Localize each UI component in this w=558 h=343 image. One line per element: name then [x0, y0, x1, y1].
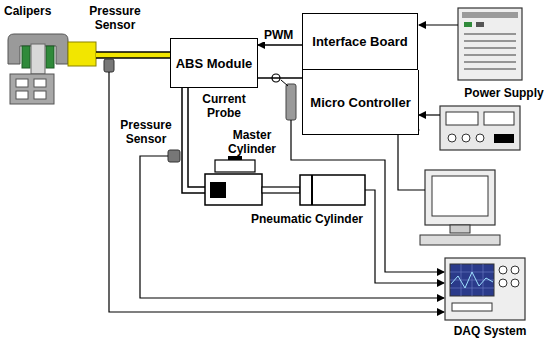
signal-label: PWM — [262, 28, 295, 42]
grid-line — [450, 280, 494, 281]
grid-line — [483, 264, 484, 296]
bracket-slot — [16, 91, 28, 99]
signal-wire — [398, 130, 425, 190]
brake-pad — [22, 46, 30, 68]
daq-screen — [450, 264, 494, 296]
signal-connector — [258, 44, 302, 46]
power-supply-terminal — [494, 134, 514, 143]
reservoir-cap — [228, 156, 242, 160]
brake-line — [182, 88, 205, 193]
piston — [311, 175, 313, 205]
computer-monitor — [425, 170, 495, 225]
daq-slot — [452, 303, 492, 311]
panel-indicator — [476, 22, 484, 27]
keyboard — [420, 235, 500, 245]
monitor-stand — [450, 225, 470, 233]
box-label: ABS Module — [172, 54, 257, 73]
bracket-slot — [16, 79, 28, 87]
knob — [511, 279, 519, 287]
yellow-fitting — [68, 42, 96, 66]
brake-line — [96, 51, 170, 53]
panel-titlebar — [462, 12, 518, 18]
panel-indicator — [464, 22, 472, 27]
box-label: Micro Controller — [306, 93, 414, 112]
part-label: DAQ System — [445, 324, 535, 338]
panel-row — [464, 61, 516, 63]
part-label: Pneumatic Cylinder — [246, 212, 368, 226]
module-box: ABS Module — [170, 38, 258, 88]
panel-row — [464, 54, 516, 56]
panel-row — [464, 47, 516, 49]
power-supply-display — [484, 112, 514, 125]
panel-row — [464, 40, 516, 42]
knob — [499, 279, 507, 287]
signal-wire — [291, 120, 444, 272]
part-label: Pressure Sensor — [82, 4, 148, 32]
brake-line — [96, 52, 170, 58]
brake-pad — [46, 46, 54, 68]
box-label: Interface Board — [308, 32, 411, 51]
panel-rows — [464, 34, 516, 69]
current-probe — [286, 84, 296, 120]
power-supply — [440, 106, 520, 150]
knob — [511, 266, 519, 274]
part-label: Master Cylinder — [222, 128, 282, 156]
grid-line — [450, 288, 494, 289]
panel-row — [464, 33, 516, 35]
part-label: Calipers — [4, 4, 64, 18]
piston-rod — [262, 187, 300, 193]
reservoir — [215, 160, 255, 172]
knob — [476, 134, 484, 142]
signal-wire — [419, 24, 458, 25]
master-cylinder-port — [210, 182, 226, 198]
signal-wire — [419, 114, 440, 115]
part-label: Power Supply — [458, 86, 550, 100]
bracket-slot — [34, 91, 46, 99]
module-box: Interface Board — [302, 13, 418, 70]
probe-lead — [281, 80, 288, 86]
part-label: Current Probe — [196, 92, 252, 120]
knob — [448, 134, 456, 142]
part-label: Pressure Sensor — [118, 118, 174, 146]
daq-system — [445, 258, 525, 320]
pneumatic-cylinder-body — [300, 175, 365, 205]
bracket-slot — [34, 79, 46, 87]
master-cylinder-body — [205, 174, 262, 205]
module-box: Micro Controller — [302, 70, 419, 135]
daq-screen-grid — [450, 264, 494, 296]
panel-row — [464, 68, 516, 70]
power-supply-display — [446, 112, 478, 125]
signal-wire — [109, 72, 444, 312]
pressure-sensor — [168, 150, 180, 162]
trace — [451, 272, 493, 288]
knob — [499, 266, 507, 274]
knob — [462, 134, 470, 142]
signal-connector — [258, 77, 302, 79]
control-panel — [458, 8, 522, 80]
pressure-sensor — [104, 59, 114, 72]
computer-screen — [432, 176, 488, 216]
caliper-bracket — [10, 74, 54, 104]
rotor — [31, 44, 45, 74]
